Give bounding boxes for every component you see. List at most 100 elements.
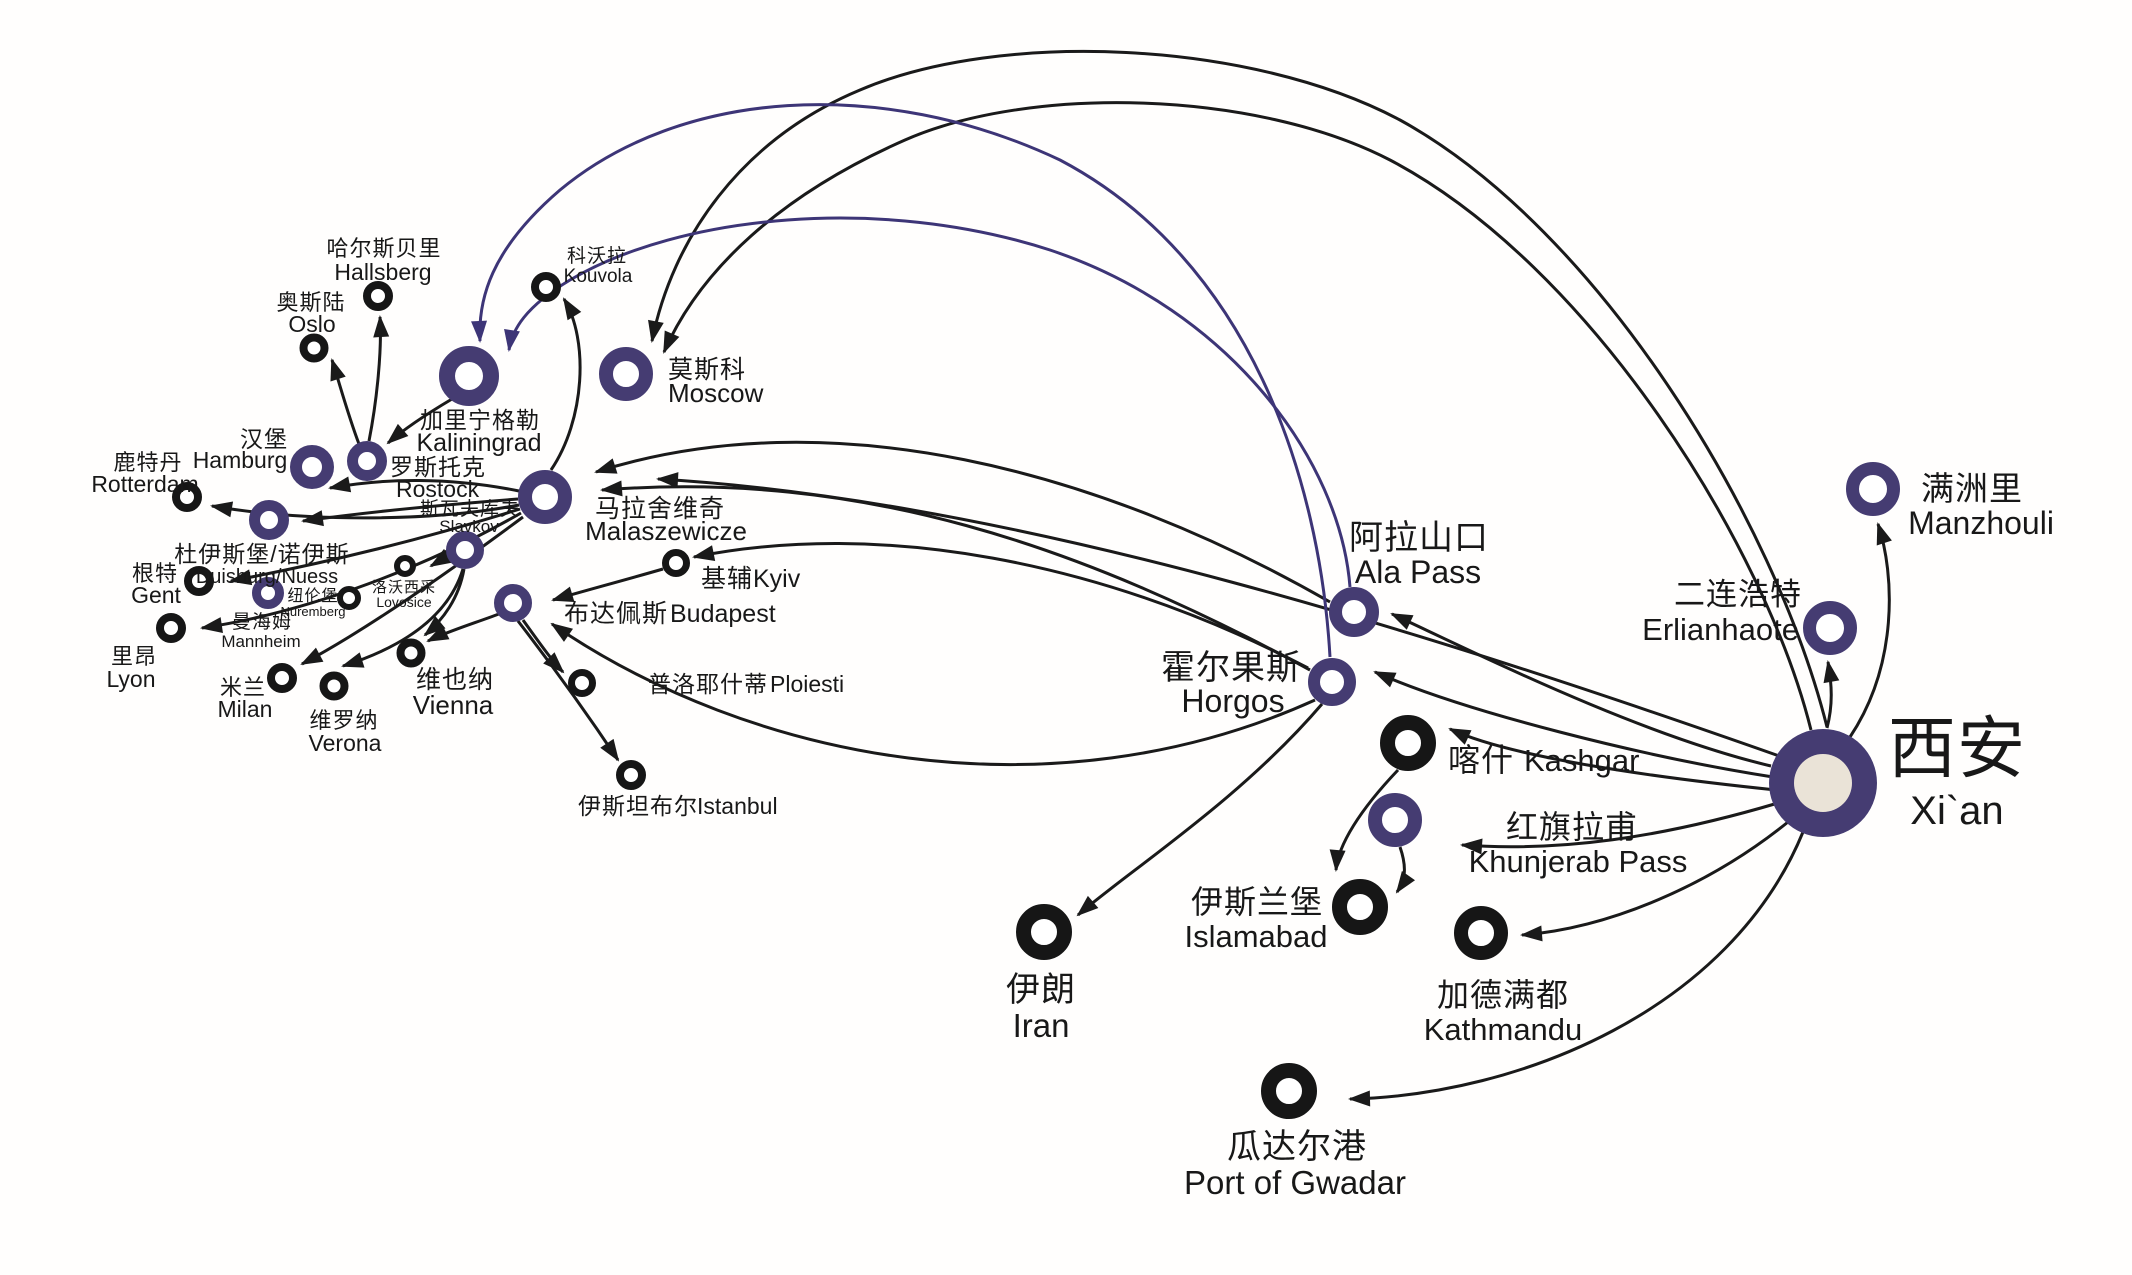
edge-slavkov-lovosice [429, 548, 453, 568]
node-budapest [494, 584, 532, 622]
node-mannheim [252, 577, 284, 609]
label-iran-cn: 伊朗 [1006, 971, 1076, 1009]
edge-malaszewicze-lyon [200, 511, 522, 633]
edge-budapest-ploiesti [521, 619, 565, 674]
edge-malaszewicze-hamburg [328, 476, 520, 493]
label-slavkov-cn: 斯瓦夫库夫 [420, 498, 520, 520]
label-nuremberg-en: Nuremberg [280, 604, 345, 619]
label-rotterdam-en: Rotterdam [91, 471, 198, 497]
label-gwadar-cn: 瓜达尔港 [1227, 1128, 1367, 1166]
edge-alapass-malaszewicze [594, 440, 1331, 604]
edge-malaszewicze-gent [229, 507, 521, 586]
edge-kashgar-islamabad [1329, 768, 1400, 872]
node-erlianhaote [1803, 601, 1857, 655]
label-khunjerab-cn: 红旗拉甫 [1506, 809, 1638, 845]
node-moscow [599, 347, 653, 401]
node-khunjerab [1368, 793, 1422, 847]
edge-kyiv-budapest [551, 567, 664, 602]
label-nuremberg-cn: 纽伦堡 [287, 587, 338, 605]
label-manzhouli-en: Manzhouli [1908, 505, 2054, 541]
node-horgos [1308, 658, 1356, 706]
node-xian-inner [1794, 754, 1852, 812]
label-gent-en: Gent [131, 582, 181, 608]
label-horgos-en: Horgos [1181, 683, 1284, 719]
label-malaszewicze-cn: 马拉舍维奇 [595, 495, 725, 523]
edge-budapest-vienna [426, 612, 500, 643]
label-hallsberg-en: Hallsberg [334, 259, 431, 285]
label-milan-cn: 米兰 [220, 675, 266, 700]
label-hallsberg-cn: 哈尔斯贝里 [326, 236, 441, 261]
edge-xian-moscow-2 [662, 101, 1813, 731]
node-istanbul [616, 760, 646, 790]
edges-layer [200, 49, 1892, 1107]
label-verona-cn: 维罗纳 [309, 708, 378, 733]
edge-horgos-kyiv [692, 542, 1309, 670]
label-mannheim-cn: 曼海姆 [232, 611, 292, 633]
edge-malaszewicze-kouvola [549, 297, 582, 471]
label-ploiesti-cn: 普洛耶什蒂 [648, 671, 768, 697]
label-hamburg-en: Hamburg [193, 447, 288, 473]
label-oslo-en: Oslo [288, 311, 335, 337]
label-verona-en: Verona [309, 730, 382, 756]
node-hallsberg [363, 281, 393, 311]
edge-horgos-budapest [550, 622, 1316, 767]
label-kashgar-cn: 喀什 [1448, 742, 1514, 778]
edge-xian-erlianhaote [1823, 660, 1840, 729]
label-duisburg-cn: 杜伊斯堡/诺伊斯 [174, 541, 349, 567]
label-iran-en: Iran [1013, 1007, 1070, 1044]
edge-alapass-kaliningrad [504, 216, 1352, 588]
edge-xian-kathmandu [1520, 820, 1789, 942]
label-mannheim-en: Mannheim [221, 632, 300, 651]
edge-rostock-oslo [330, 358, 361, 445]
label-islamabad-en: Islamabad [1184, 919, 1327, 954]
node-malaszewicze [518, 470, 572, 524]
node-rotterdam [172, 482, 202, 512]
label-kaliningrad-cn: 加里宁格勒 [420, 407, 540, 433]
node-kashgar [1380, 715, 1436, 771]
node-manzhouli [1846, 462, 1900, 516]
label-hamburg-cn: 汉堡 [240, 426, 288, 452]
label-duisburg-en: Duisburg/Nuess [196, 566, 338, 588]
edge-khunjerab-islamabad [1395, 846, 1416, 894]
edge-horgos-kaliningrad [471, 103, 1332, 658]
node-alapass [1329, 587, 1379, 637]
label-xian-cn: 西安 [1888, 711, 2026, 787]
edge-xian-khunjerab [1460, 801, 1779, 855]
label-oslo-cn: 奥斯陆 [276, 290, 345, 315]
label-kyiv-en: Kyiv [753, 565, 801, 593]
label-kathmandu-en: Kathmandu [1424, 1012, 1583, 1047]
label-lyon-en: Lyon [106, 666, 155, 692]
node-verona [319, 671, 349, 701]
node-kouvola [531, 272, 561, 302]
label-kashgar-en: Kashgar [1524, 743, 1639, 778]
edge-xian-kashgar [1448, 727, 1777, 792]
edge-budapest-istanbul [516, 620, 620, 762]
edge-xian-alapass [1390, 612, 1772, 768]
label-rostock-cn: 罗斯托克 [390, 454, 486, 480]
edge-xian-gwadar [1348, 831, 1805, 1107]
label-kyiv-cn: 基辅 [701, 565, 753, 593]
label-rotterdam-cn: 鹿特丹 [113, 450, 182, 475]
edge-xian-manzhouli [1848, 522, 1892, 738]
label-manzhouli-cn: 满洲里 [1921, 470, 2023, 507]
node-kyiv [662, 549, 690, 577]
label-lovosice-en: Lovosice [376, 594, 431, 610]
label-vienna-cn: 维也纳 [416, 666, 494, 694]
edge-malaszewicze-rotterdam [210, 501, 520, 520]
edge-horgos-iran [1076, 703, 1324, 917]
label-vienna-en: Vienna [413, 690, 494, 720]
edge-kaliningrad-rostock [386, 397, 453, 445]
nodes-layer [156, 272, 1900, 1119]
edge-slavkov-vienna [423, 568, 466, 637]
edge-malaszewicze-milan [300, 515, 524, 666]
label-ploiesti-en: Ploiesti [770, 671, 844, 697]
node-lovosice [394, 555, 416, 577]
node-kaliningrad [439, 346, 499, 406]
edge-xian-horgos [1373, 670, 1774, 779]
label-moscow-cn: 莫斯科 [668, 356, 746, 384]
node-hamburg [290, 445, 334, 489]
node-vienna [396, 638, 426, 668]
node-gent [184, 566, 214, 596]
